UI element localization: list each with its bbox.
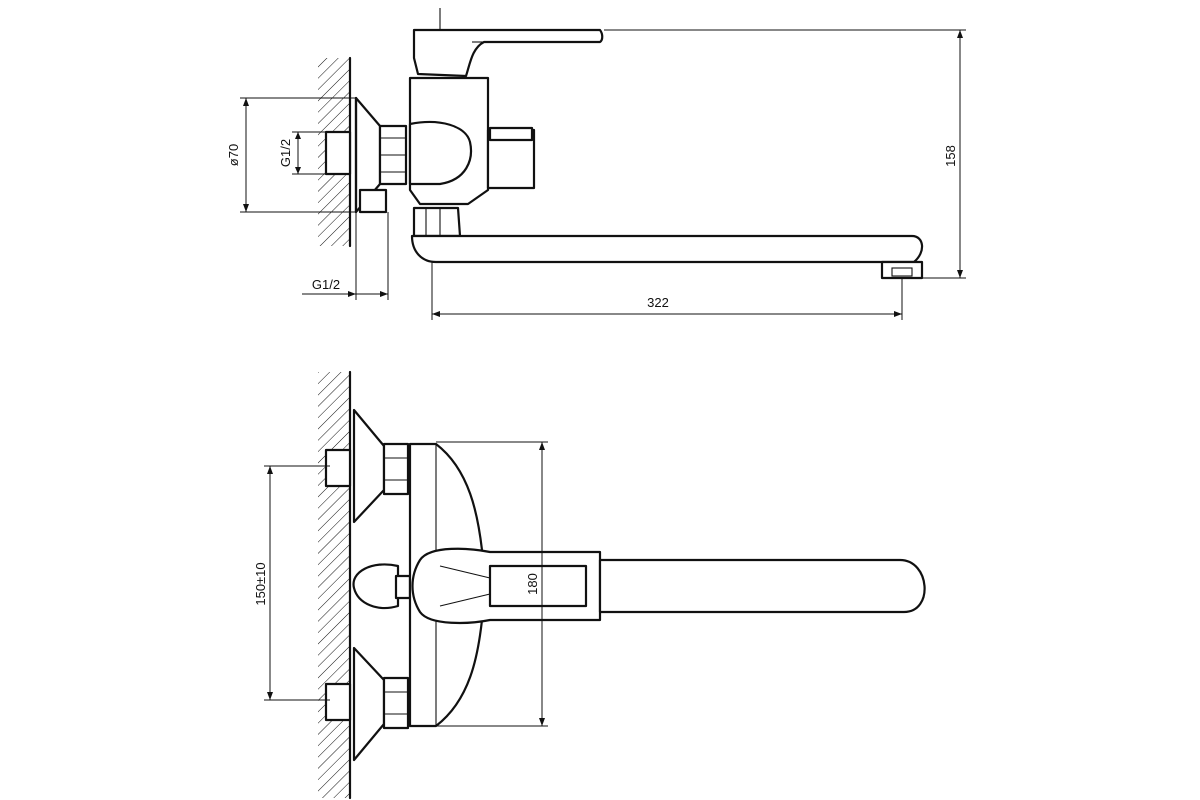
- diverter-bulge: [408, 120, 472, 186]
- dim-height: 158: [604, 29, 966, 279]
- inlet-pipe-stub: [324, 130, 352, 176]
- dim-thread-vertical-label: G1/2: [278, 139, 293, 167]
- side-view: ø70 G1/2 G1/2 158: [226, 8, 966, 320]
- wall-hatch-bottom: [318, 372, 350, 798]
- diverter-knob-top: [352, 563, 400, 610]
- hex-nut-upper: [382, 442, 410, 496]
- handle-window: [488, 564, 588, 608]
- dim-center-distance: 150±10: [253, 465, 330, 701]
- dim-thread-horizontal: G1/2: [302, 212, 389, 300]
- hex-nut-lower: [382, 676, 410, 730]
- spout-side: [410, 234, 924, 264]
- escutcheon-upper: [352, 408, 386, 524]
- dim-spout-length: 322: [431, 262, 903, 320]
- dim-center-distance-label: 150±10: [253, 562, 268, 605]
- dim-height-label: 158: [943, 145, 958, 167]
- swivel-ring: [412, 206, 462, 238]
- inlet-upper: [324, 448, 352, 488]
- eccentric-connector: [358, 188, 388, 214]
- dim-thread-horizontal-label: G1/2: [312, 277, 340, 292]
- dim-diameter: ø70: [226, 97, 356, 213]
- lever-handle-side: [412, 28, 604, 78]
- dim-spout-length-label: 322: [647, 295, 669, 310]
- inlet-lower: [324, 682, 352, 722]
- dim-body-height: 180: [436, 441, 548, 727]
- escutcheon-lower: [352, 646, 386, 762]
- dim-diameter-label: ø70: [226, 144, 241, 166]
- spout-top: [598, 558, 926, 614]
- top-view: 150±10 180: [253, 370, 926, 800]
- shower-outlet-cap: [488, 126, 534, 142]
- dim-body-height-label: 180: [525, 573, 540, 595]
- diverter-stem: [394, 574, 412, 600]
- dim-thread-vertical: G1/2: [278, 131, 330, 175]
